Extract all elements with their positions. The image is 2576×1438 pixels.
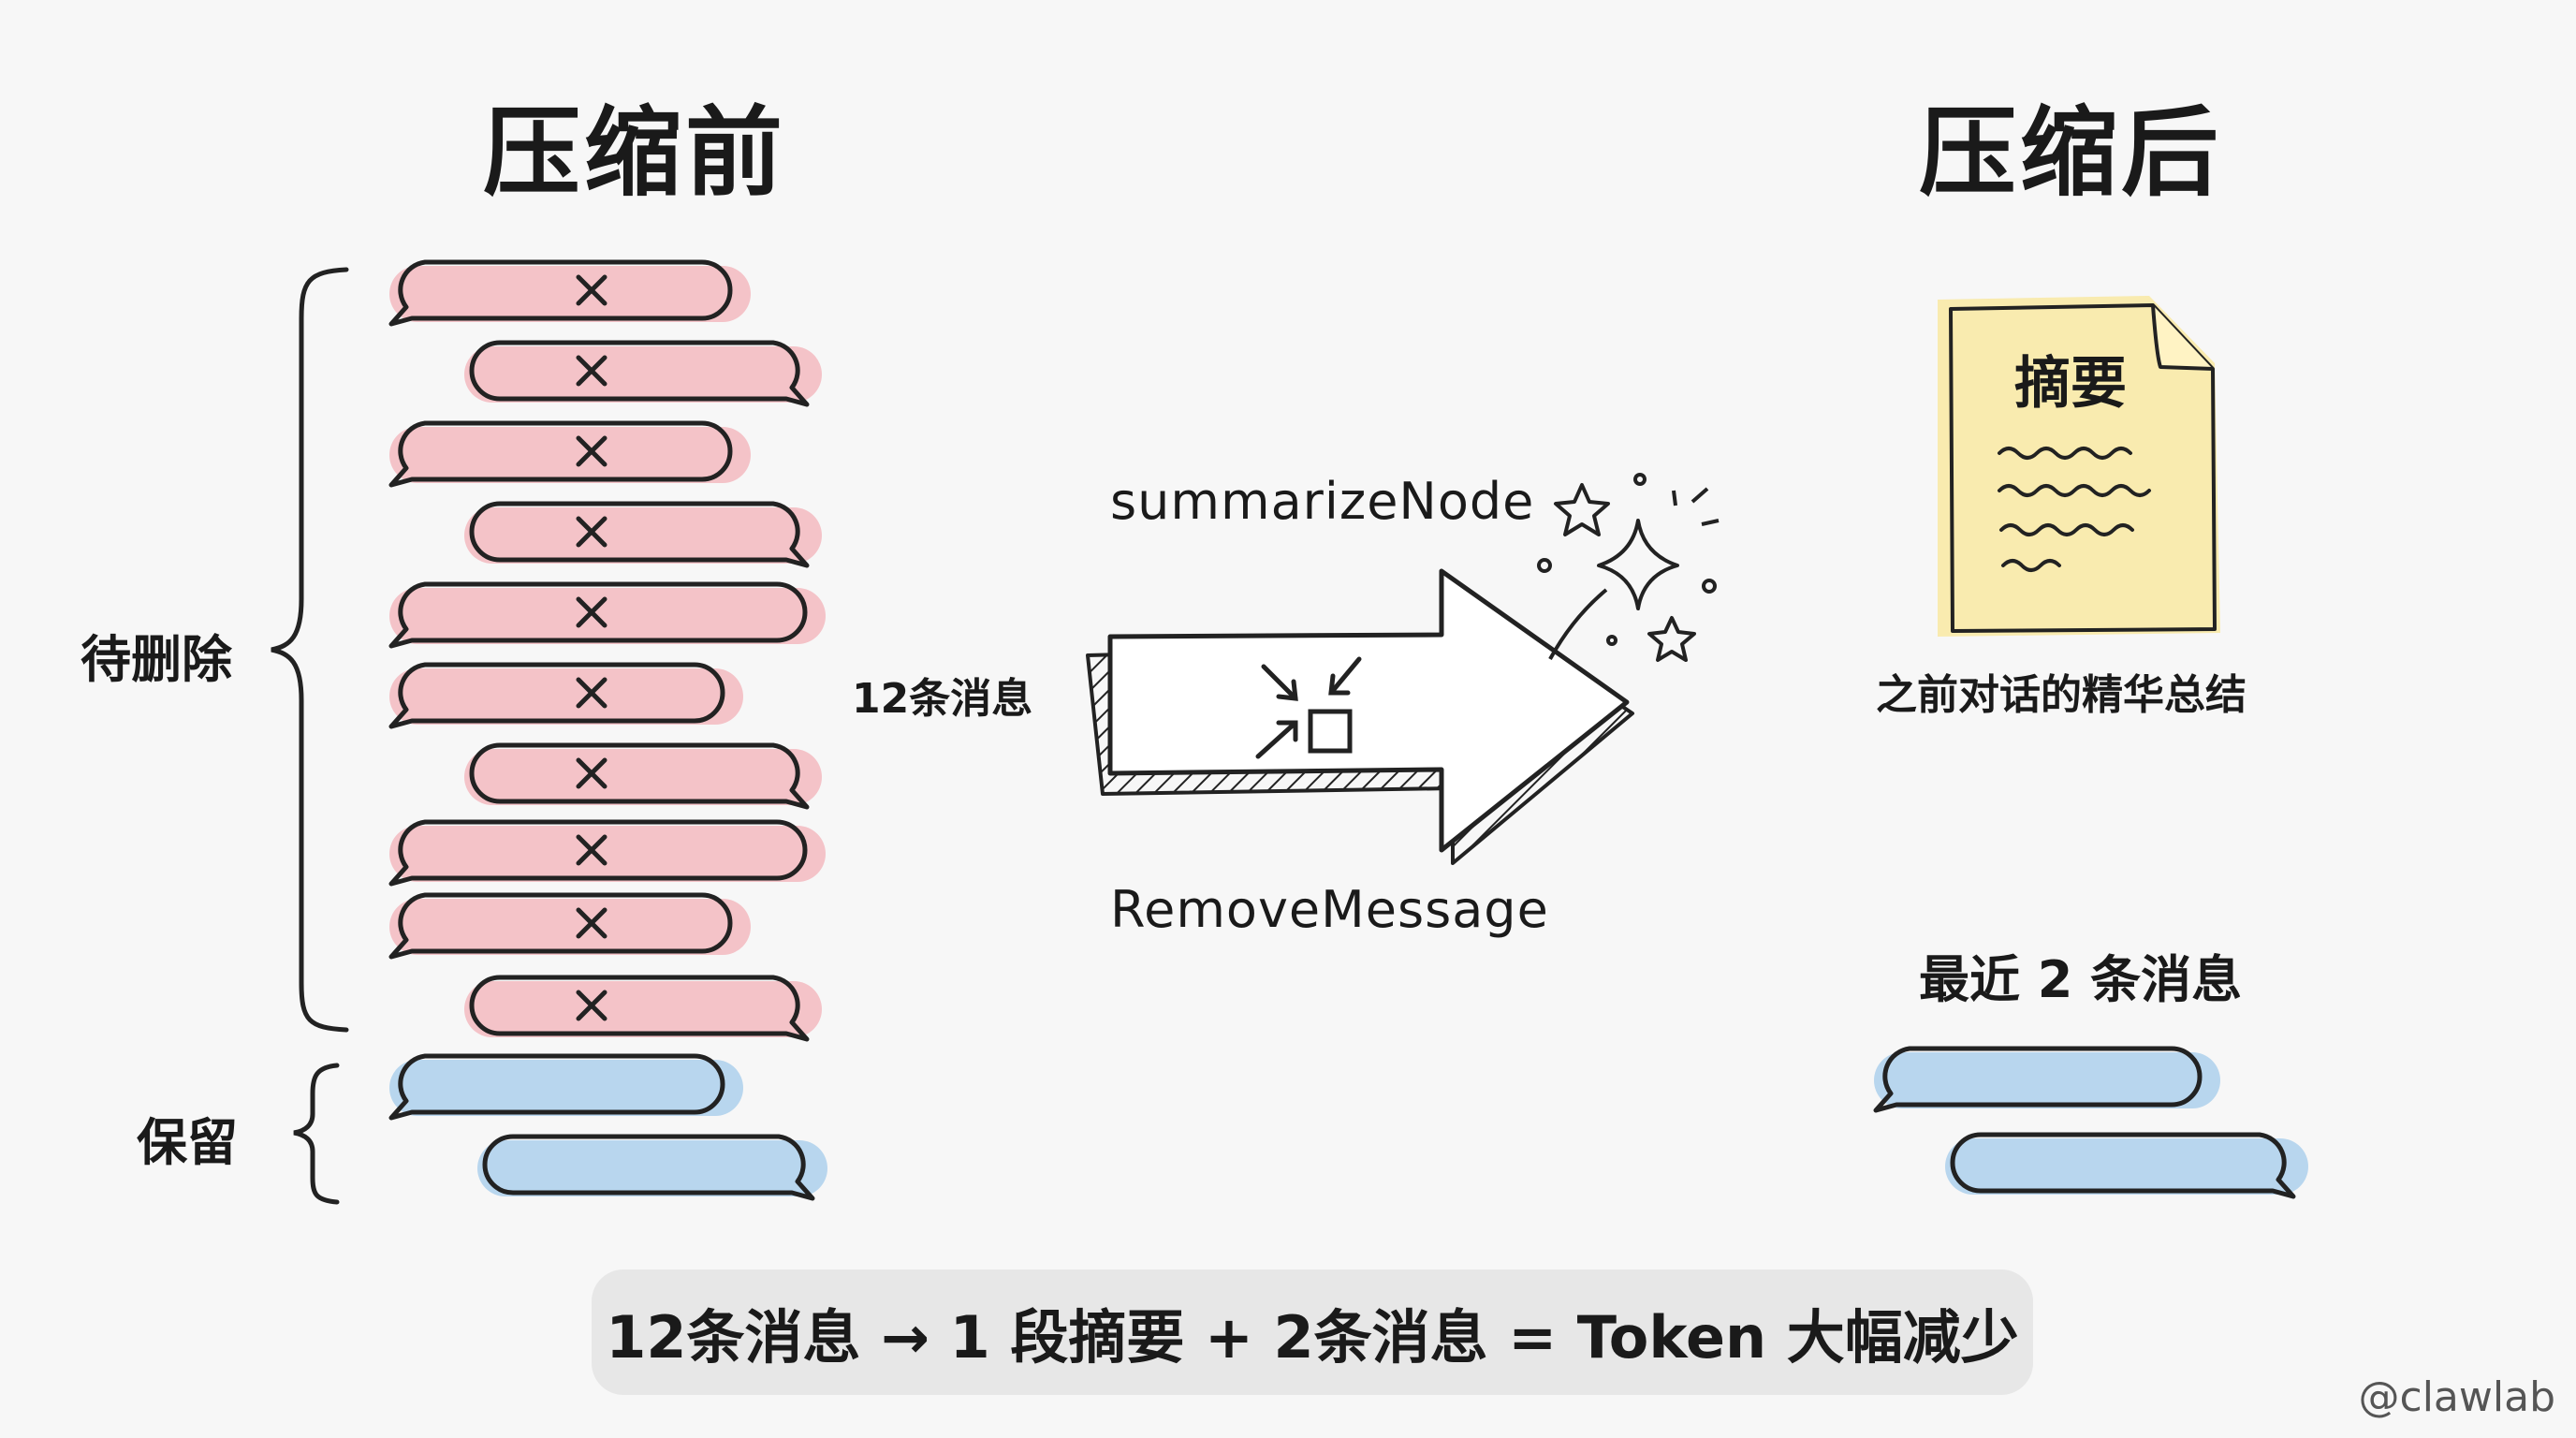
remove-message-label: RemoveMessage <box>1110 880 1549 939</box>
document-icon <box>1938 296 2220 637</box>
close-icon <box>576 990 607 1021</box>
delete-message-bubble <box>464 975 822 1042</box>
summarize-node-label: summarizeNode <box>1110 472 1535 531</box>
delete-message-bubble <box>388 259 751 327</box>
delete-label: 待删除 <box>80 630 232 689</box>
delete-brace <box>271 267 349 1033</box>
summary-title: 摘要 <box>2014 351 2127 417</box>
close-icon <box>576 757 607 789</box>
delete-message-bubble <box>388 892 751 960</box>
close-icon <box>576 516 607 548</box>
formula-banner: 12条消息 → 1 段摘要 + 2条消息 = Token 大幅减少 <box>592 1269 2033 1395</box>
keep-message-bubble <box>477 1134 827 1201</box>
close-icon <box>576 274 607 306</box>
close-icon <box>576 435 607 467</box>
delete-message-bubble <box>464 742 822 810</box>
compress-arrow <box>1086 568 1634 865</box>
watermark: @clawlab <box>2358 1373 2555 1421</box>
recent-message-bubble <box>1873 1046 2220 1113</box>
keep-brace <box>293 1063 340 1205</box>
close-icon <box>576 907 607 939</box>
message-bubbles <box>388 259 2308 1201</box>
message-count-label: 12条消息 <box>852 675 1033 723</box>
delete-message-bubble <box>388 819 826 887</box>
delete-message-bubble <box>464 340 822 407</box>
delete-message-bubble <box>388 420 751 488</box>
sparkle-icon <box>1537 473 1720 662</box>
delete-message-bubble <box>464 501 822 568</box>
recent-messages-label: 最近 2 条消息 <box>1919 950 2243 1009</box>
after-title: 压缩后 <box>1919 95 2223 210</box>
close-icon <box>576 834 607 866</box>
close-icon <box>576 596 607 628</box>
before-title: 压缩前 <box>483 95 787 210</box>
delete-message-bubble <box>388 581 826 649</box>
keep-label: 保留 <box>137 1113 238 1172</box>
compress-icon <box>1255 656 1362 759</box>
summary-caption: 之前对话的精华总结 <box>1876 671 2247 719</box>
close-icon <box>576 355 607 387</box>
delete-message-bubble <box>388 662 743 729</box>
keep-message-bubble <box>388 1053 743 1121</box>
close-icon <box>576 677 607 709</box>
recent-message-bubble <box>1945 1132 2308 1199</box>
